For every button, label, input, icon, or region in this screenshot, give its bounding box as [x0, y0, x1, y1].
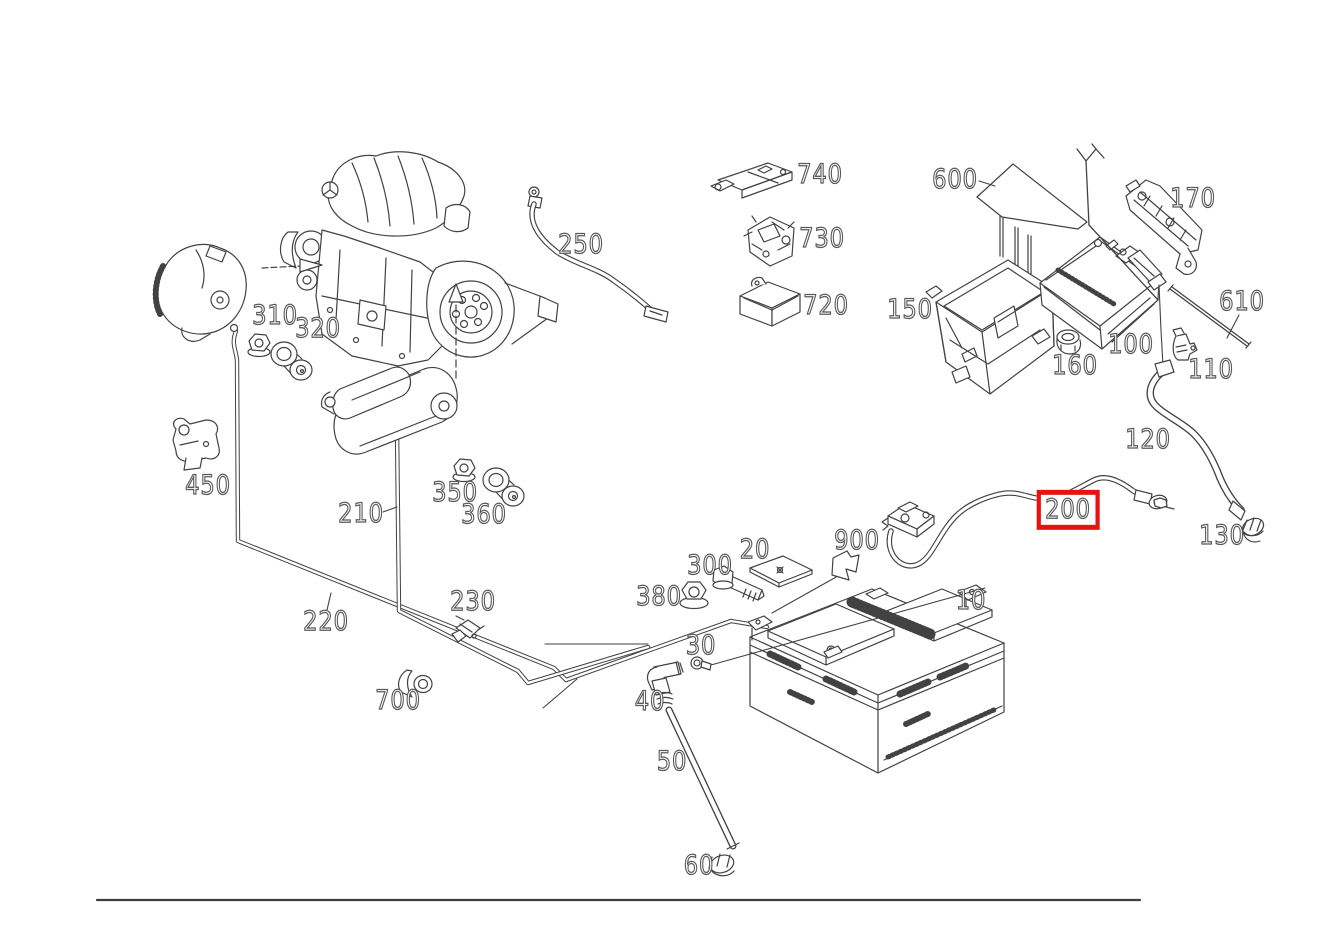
part-callout-150[interactable]: 150: [887, 293, 933, 325]
flange-nut-380: [680, 582, 708, 609]
auxiliary-battery-720: [740, 277, 800, 326]
bushing-360: [483, 468, 524, 506]
part-callout-170[interactable]: 170: [1170, 182, 1216, 214]
part-callout-10[interactable]: 10: [955, 584, 987, 616]
part-callout-200-highlighted[interactable]: 200: [1036, 489, 1100, 531]
battery-cable-200: [882, 478, 1174, 566]
part-callout-610[interactable]: 610: [1219, 285, 1265, 317]
battery-10: [748, 585, 1004, 773]
vent-tube-50: [669, 710, 739, 849]
vent-connector-110: [1173, 328, 1197, 360]
part-callout-30[interactable]: 30: [685, 629, 717, 661]
part-callout-100[interactable]: 100: [1108, 328, 1154, 360]
cover-panel-600: [977, 144, 1104, 277]
part-callout-310[interactable]: 310: [252, 299, 298, 331]
part-callout-350[interactable]: 350: [432, 476, 478, 508]
starter-motor: [321, 367, 457, 454]
bracket-rail-740: [711, 163, 792, 198]
part-callout-720[interactable]: 720: [803, 289, 849, 321]
part-callout-380[interactable]: 380: [636, 580, 682, 612]
part-callout-220[interactable]: 220: [303, 605, 349, 637]
part-callout-20[interactable]: 20: [739, 533, 771, 565]
part-callout-900[interactable]: 900: [834, 524, 880, 556]
part-callout-320[interactable]: 320: [295, 312, 341, 344]
vent-elbow-40: [647, 662, 683, 704]
flange-nut-310: [248, 334, 270, 357]
bolt-300: [713, 566, 764, 601]
part-callout-110[interactable]: 110: [1188, 353, 1234, 385]
part-callout-210[interactable]: 210: [338, 497, 384, 529]
part-callout-230[interactable]: 230: [450, 585, 496, 617]
bushing-320: [271, 342, 312, 380]
part-callout-360[interactable]: 360: [461, 498, 507, 530]
part-callout-160[interactable]: 160: [1052, 349, 1098, 381]
starter-cable-210: [383, 428, 648, 708]
flange-nut-350: [453, 459, 475, 482]
battery-hold-down-rod: [1032, 225, 1166, 344]
ground-cable-250: [528, 187, 668, 322]
cover-plate-20: [750, 556, 812, 587]
plug-160: [1057, 330, 1081, 354]
auxiliary-battery-100: [1040, 237, 1159, 349]
part-callout-40[interactable]: 40: [634, 685, 666, 717]
part-callout-120[interactable]: 120: [1125, 423, 1171, 455]
part-callout-130[interactable]: 130: [1199, 519, 1245, 551]
part-callout-300[interactable]: 300: [687, 549, 733, 581]
part-callout-250[interactable]: 250: [558, 228, 604, 260]
rod-610: [1168, 285, 1251, 348]
part-callout-700[interactable]: 700: [375, 684, 421, 716]
reference-arrow-left: [262, 259, 322, 272]
part-callout-60[interactable]: 60: [683, 849, 715, 881]
cap-130: [1240, 515, 1267, 542]
bracket-450: [173, 418, 219, 470]
engine-assembly: [281, 152, 558, 366]
cap-60: [708, 852, 736, 876]
battery-tray-150: [926, 260, 1062, 394]
part-callout-730[interactable]: 730: [799, 222, 845, 254]
vent-hose-120: [1150, 285, 1245, 520]
reference-arrow-up: [449, 284, 463, 378]
part-callout-50[interactable]: 50: [656, 745, 688, 777]
grommet-700: [399, 670, 432, 697]
screw-30: [691, 588, 985, 670]
part-callout-450[interactable]: 450: [185, 469, 231, 501]
cable-clip-230: [452, 616, 484, 642]
direction-marker-900: [772, 551, 859, 613]
alternator: [156, 244, 247, 341]
part-callout-600[interactable]: 600: [932, 163, 978, 195]
bracket-carrier-730: [744, 216, 794, 266]
bracket-170: [1126, 180, 1202, 274]
part-callout-740[interactable]: 740: [797, 158, 843, 190]
